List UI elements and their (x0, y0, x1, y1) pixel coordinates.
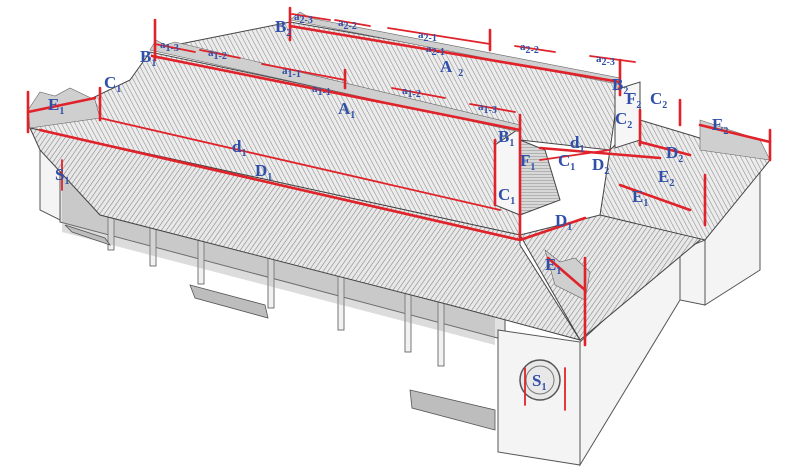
svg-text:a1-3: a1-3 (160, 39, 179, 54)
label-e2b: E2 (658, 167, 674, 189)
label-d2: D2 (592, 155, 609, 177)
label-d1: D1 (255, 161, 272, 183)
label-e1: E1 (48, 95, 64, 117)
line-d1b (518, 216, 587, 242)
line-d2 (538, 146, 662, 160)
roofs (27, 11, 771, 341)
measurement-lines (26, 6, 772, 411)
label-s1b: S1 (532, 371, 546, 393)
svg-text:a2-3: a2-3 (294, 11, 313, 26)
label-d2b: D2 (666, 143, 683, 165)
label-e1b: E1 (632, 187, 648, 209)
line-d1-small-b (539, 149, 611, 161)
label-d1-small-b: d1 (570, 133, 584, 155)
line-d1 (38, 128, 522, 242)
svg-text:a1-2: a1-2 (402, 85, 421, 100)
label-d1-small: d1 (232, 137, 246, 159)
label-b2b: B2 (612, 75, 628, 97)
svg-text:a1-2: a1-2 (208, 47, 227, 62)
svg-text:a2-3: a2-3 (596, 53, 615, 68)
label-c1c: C1 (558, 151, 575, 173)
label-c1: C1 (104, 73, 121, 95)
line-a1 (150, 54, 522, 132)
svg-text:a2-1: a2-1 (426, 43, 445, 58)
svg-text:a1-1: a1-1 (312, 83, 331, 98)
svg-text:a2-2: a2-2 (338, 17, 357, 32)
label-a1: A1 (338, 99, 355, 121)
line-d2b (638, 140, 692, 157)
tick-marks (26, 6, 772, 411)
label-c2: C2 (650, 89, 667, 111)
label-e1-corner: E1 (545, 255, 561, 277)
label-d1b: D1 (555, 211, 572, 233)
svg-text:a1-3: a1-3 (478, 101, 497, 116)
label-c1b: C1 (498, 185, 515, 207)
label-b2: B2 (275, 17, 291, 39)
svg-text:a1-1: a1-1 (282, 65, 301, 80)
label-f2: F2 (626, 89, 641, 111)
label-b1: B1 (140, 47, 156, 69)
line-d1-small (99, 117, 501, 211)
line-a2 (288, 24, 622, 84)
svg-text:a2-1: a2-1 (418, 29, 437, 44)
svg-text:a2-2: a2-2 (520, 41, 539, 56)
entrance-steps (64, 224, 496, 431)
label-c2b: C2 (615, 109, 632, 131)
label-b1b: B1 (498, 127, 514, 149)
label-s1: S1 (55, 165, 69, 187)
label-e2: E2 (712, 115, 728, 137)
corner-ornament-left (27, 87, 101, 129)
label-f1: F1 (520, 151, 535, 173)
